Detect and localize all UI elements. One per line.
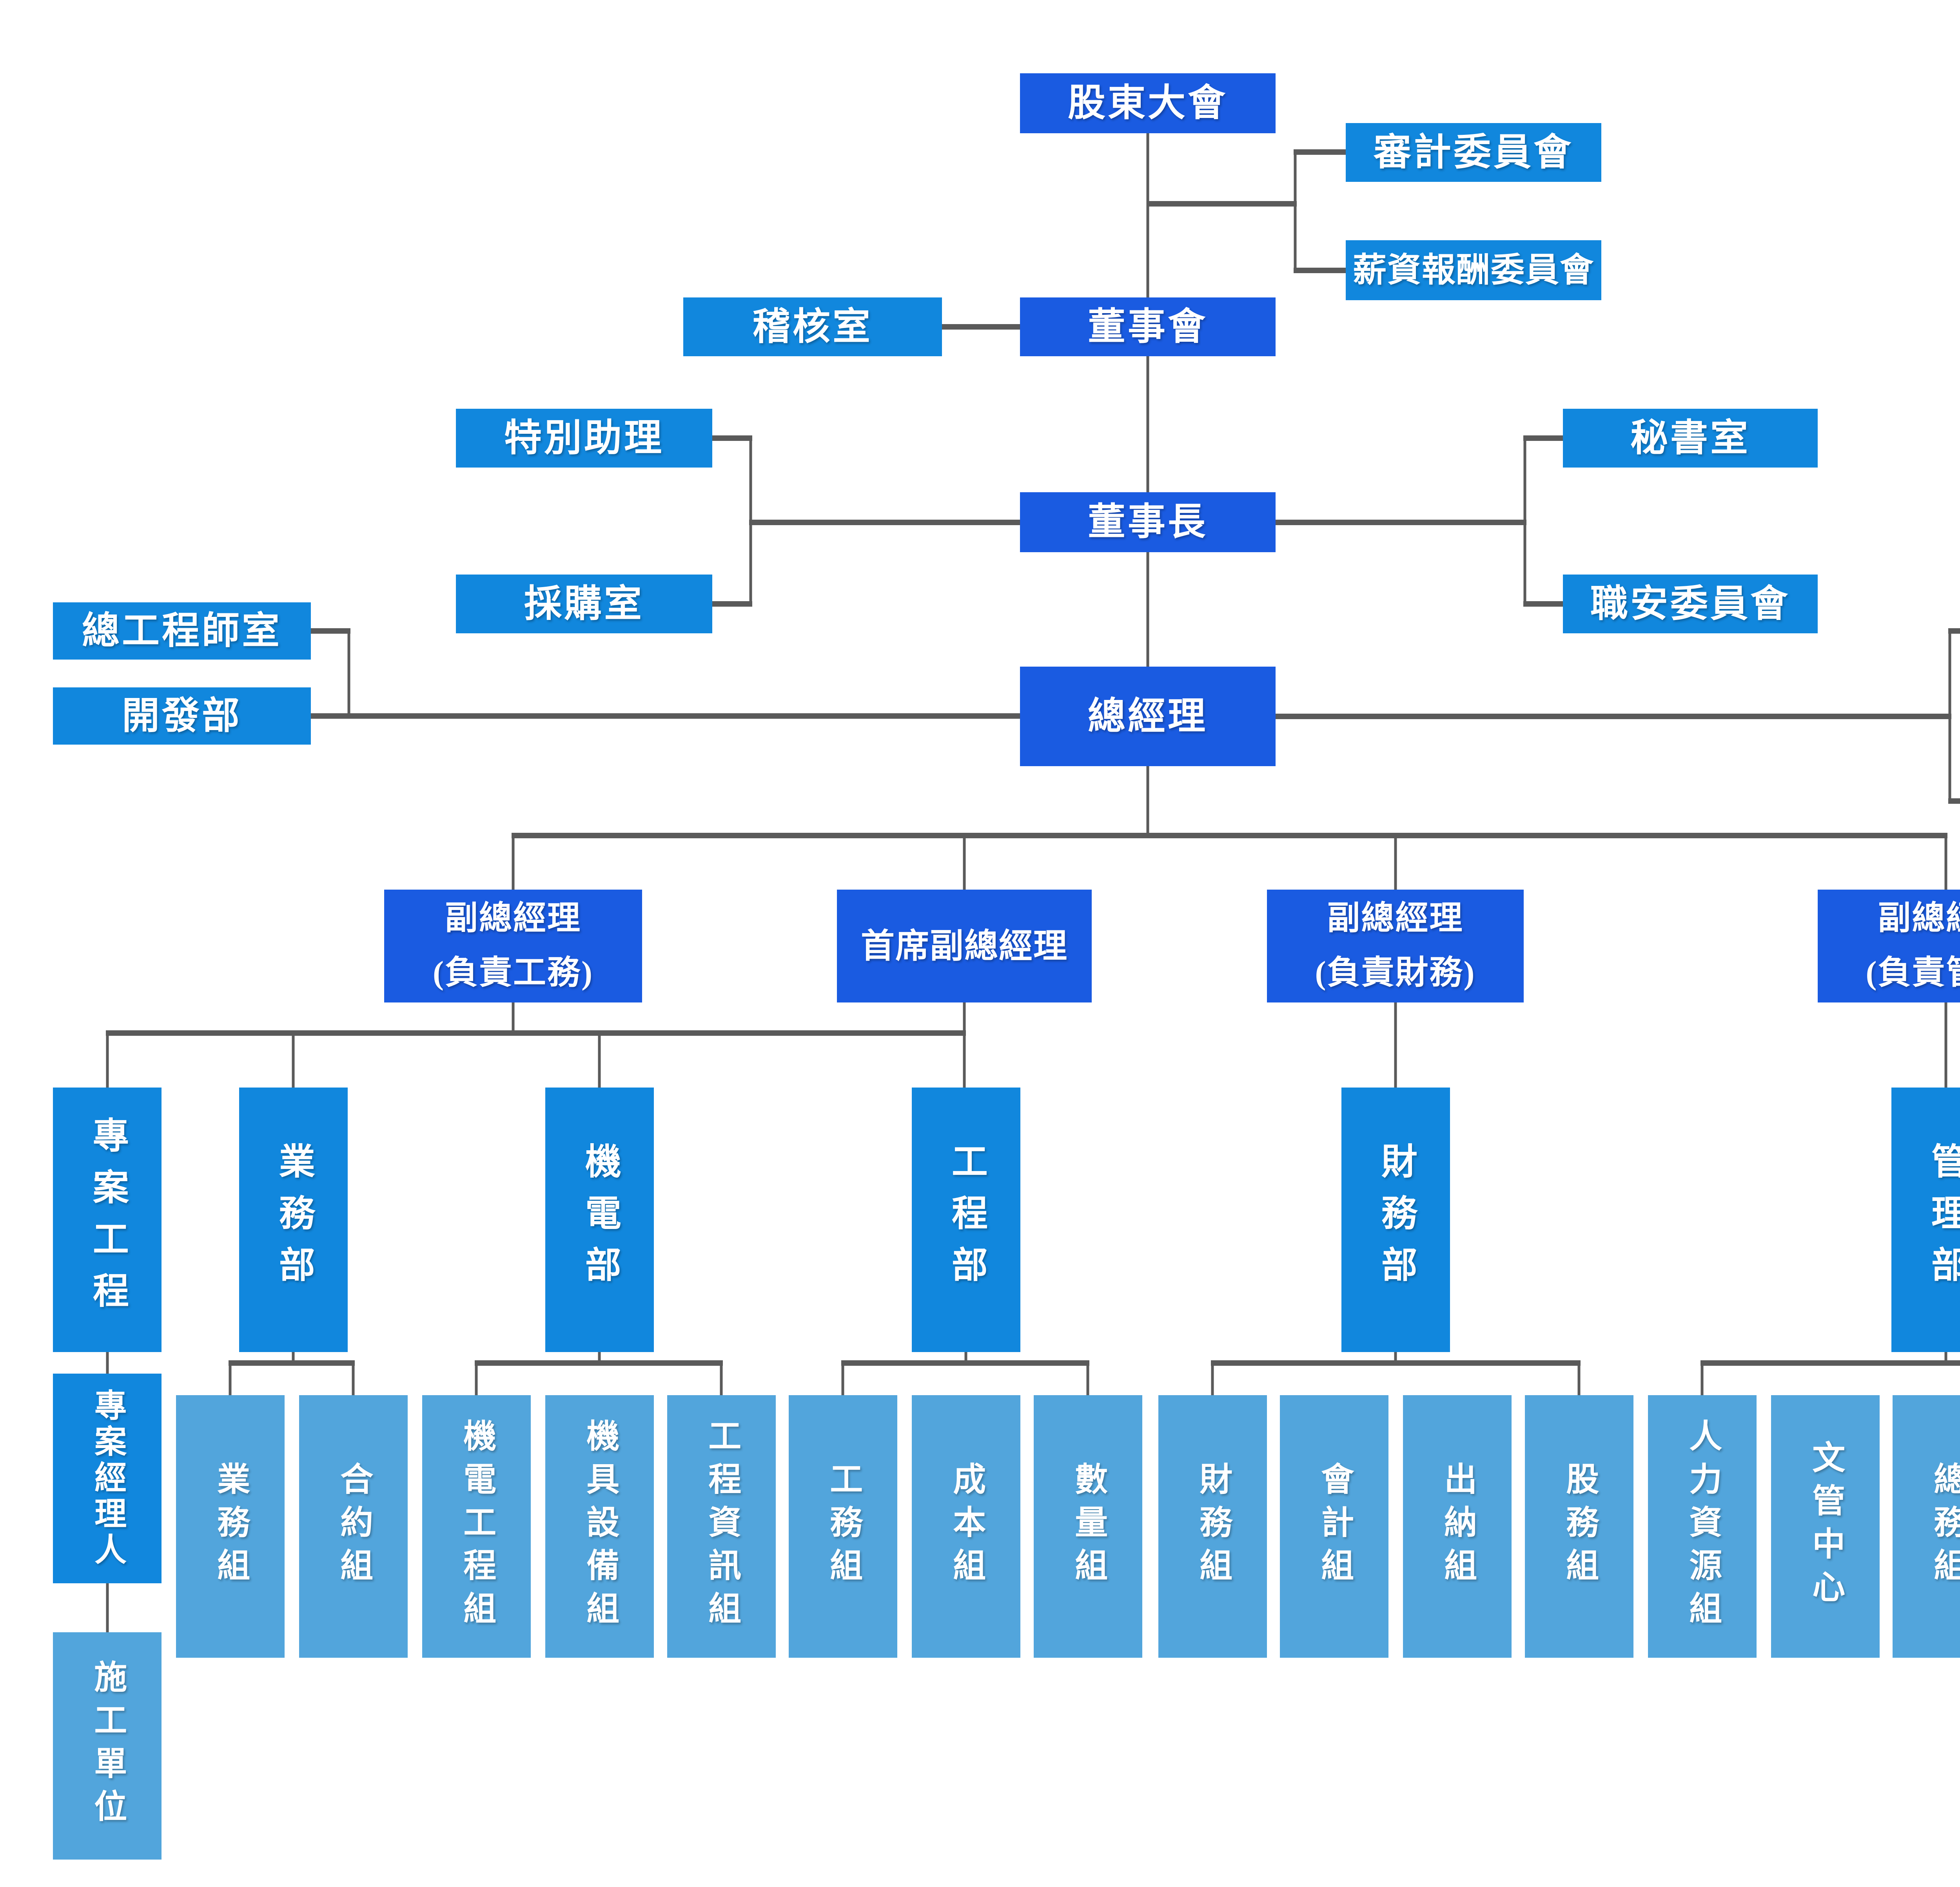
vp-works-line1: 副總經理 bbox=[445, 900, 581, 937]
node-general-manager: 總經理 bbox=[1020, 667, 1276, 766]
node-vp-finance: 副總經理 (負責財務) bbox=[1267, 890, 1524, 1002]
node-works-team: 工務組 bbox=[789, 1395, 897, 1658]
node-contract-team: 合約組 bbox=[299, 1395, 408, 1658]
vp-mgmt-line2: (負責管理) bbox=[1866, 955, 1960, 991]
node-compensation-committee: 薪資報酬委員會 bbox=[1346, 240, 1601, 300]
node-accounting-team: 會計組 bbox=[1280, 1395, 1388, 1658]
node-chairman: 董事長 bbox=[1020, 492, 1276, 552]
vp-finance-line1: 副總經理 bbox=[1327, 900, 1464, 937]
node-project-engineering: 專案工程 bbox=[53, 1088, 162, 1352]
node-equipment-team: 機具設備組 bbox=[545, 1395, 654, 1658]
node-shareholder-services-team: 股務組 bbox=[1525, 1395, 1633, 1658]
node-mech-elec-dept: 機電部 bbox=[545, 1088, 654, 1352]
node-osh-committee: 職安委員會 bbox=[1563, 575, 1818, 633]
vp-works-line2: (負責工務) bbox=[433, 955, 593, 991]
node-sales-team: 業務組 bbox=[176, 1395, 285, 1658]
node-vp-works: 副總經理 (負責工務) bbox=[384, 890, 642, 1002]
node-development-dept: 開發部 bbox=[53, 687, 311, 745]
node-audit-committee: 審計委員會 bbox=[1346, 123, 1601, 182]
node-vp-management: 副總經理 (負責管理) bbox=[1818, 890, 1960, 1002]
node-board-of-directors: 董事會 bbox=[1020, 297, 1276, 356]
node-chief-engineer-office: 總工程師室 bbox=[53, 602, 311, 660]
node-hr-team: 人力資源組 bbox=[1648, 1395, 1757, 1658]
vp-mgmt-line1: 副總經理 bbox=[1878, 900, 1960, 937]
node-engineering-dept: 工程部 bbox=[912, 1088, 1020, 1352]
node-project-manager: 專案經理人 bbox=[53, 1374, 162, 1583]
node-management-dept: 管理部 bbox=[1891, 1088, 1960, 1352]
node-doc-center: 文管中心 bbox=[1771, 1395, 1880, 1658]
node-me-engineering-team: 機電工程組 bbox=[422, 1395, 531, 1658]
node-construction-unit: 施工單位 bbox=[53, 1632, 162, 1860]
node-procurement-office: 採購室 bbox=[456, 575, 712, 633]
node-special-assistant: 特別助理 bbox=[456, 409, 712, 468]
node-cashier-team: 出納組 bbox=[1403, 1395, 1512, 1658]
node-secretary-office: 秘書室 bbox=[1563, 409, 1818, 468]
node-finance-dept: 財務部 bbox=[1341, 1088, 1450, 1352]
node-finance-team: 財務組 bbox=[1158, 1395, 1267, 1658]
node-audit-office: 稽核室 bbox=[683, 297, 942, 356]
node-quantity-team: 數量組 bbox=[1034, 1395, 1142, 1658]
node-sales-dept: 業務部 bbox=[239, 1088, 348, 1352]
node-shareholders-meeting: 股東大會 bbox=[1020, 73, 1276, 133]
vp-finance-line2: (負責財務) bbox=[1315, 955, 1476, 991]
node-general-affairs-team: 總務組 bbox=[1893, 1395, 1960, 1658]
node-chief-vp: 首席副總經理 bbox=[837, 890, 1092, 1002]
node-eng-info-team: 工程資訊組 bbox=[667, 1395, 776, 1658]
node-cost-team: 成本組 bbox=[912, 1395, 1020, 1658]
